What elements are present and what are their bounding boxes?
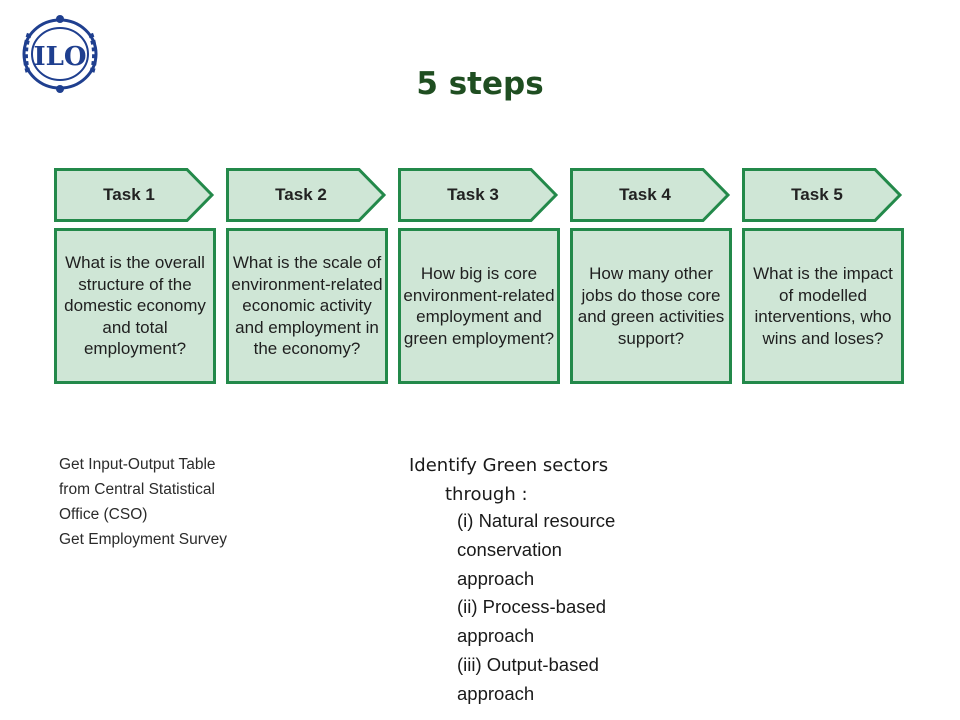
note-line: Get Input-Output Table [59, 456, 216, 473]
list-item: approach [457, 625, 535, 647]
task-5-label: Task 5 [791, 185, 843, 204]
task-1-box: What is the overall structure of the dom… [54, 228, 216, 384]
task-3-question: How big is core environment-related empl… [403, 264, 555, 348]
approaches-list: (i) Natural resource conservation approa… [457, 507, 615, 709]
task-4-box: How many other jobs do those core and gr… [570, 228, 732, 384]
list-item: approach [457, 682, 535, 704]
note-line: Office (CSO) [59, 506, 148, 523]
task-5-question: What is the impact of modelled intervent… [753, 264, 893, 348]
task-5-arrow: Task 5 [742, 168, 904, 222]
task-1-arrow: Task 1 [54, 168, 216, 222]
list-item: approach [457, 567, 535, 589]
note-line: Get Employment Survey [59, 531, 227, 548]
task-2-label: Task 2 [275, 185, 327, 204]
task-4-label: Task 4 [619, 185, 671, 204]
list-item: (iii) Output-based [457, 653, 599, 675]
task-1-label: Task 1 [103, 185, 155, 204]
data-sources-note: Get Input-Output Table from Central Stat… [59, 452, 227, 552]
note-line: from Central Statistical [59, 481, 215, 498]
task-2-question: What is the scale of environment-related… [231, 253, 383, 359]
ilo-logo: ILO [14, 12, 106, 96]
task-4-arrow: Task 4 [570, 168, 732, 222]
list-item: (i) Natural resource [457, 510, 616, 531]
green-sectors-heading: Identify Green sectors [409, 455, 609, 476]
task-5-box: What is the impact of modelled intervent… [742, 228, 904, 384]
green-sectors-subheading: through : [445, 484, 528, 505]
logo-text: ILO [33, 42, 86, 72]
task-flow: Task 1 What is the overall structure of … [54, 168, 904, 384]
task-4-question: How many other jobs do those core and gr… [577, 264, 725, 348]
task-2-box: What is the scale of environment-related… [226, 228, 388, 384]
task-3-box: How big is core environment-related empl… [398, 228, 560, 384]
task-1-question: What is the overall structure of the dom… [64, 253, 206, 359]
list-item: (ii) Process-based [457, 596, 607, 618]
page-title: 5 steps [416, 66, 544, 102]
task-3-label: Task 3 [447, 185, 499, 204]
task-3-arrow: Task 3 [398, 168, 560, 222]
list-item: conservation [457, 538, 562, 560]
task-2-arrow: Task 2 [226, 168, 388, 222]
